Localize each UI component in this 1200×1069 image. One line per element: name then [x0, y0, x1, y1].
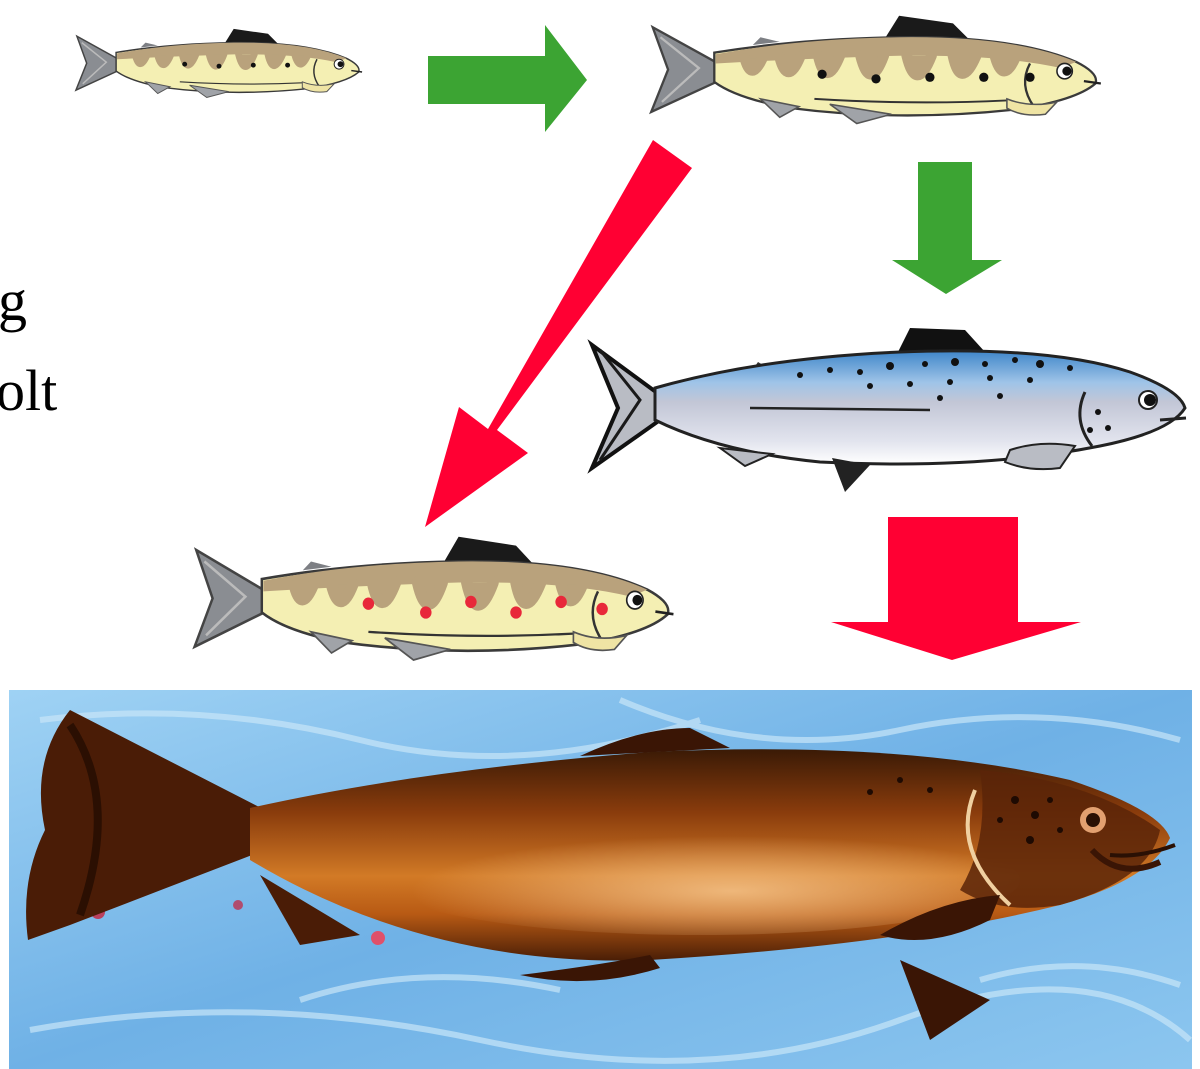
- large-parr-fish-icon: [651, 16, 1101, 124]
- red-arrow-diagonal-icon: [425, 140, 692, 527]
- green-arrow-down-icon: [892, 162, 1002, 294]
- mature-parr-fish-icon: [195, 537, 674, 660]
- red-arrow-down-icon: [831, 517, 1081, 660]
- silver-smolt-fish-icon: [592, 328, 1186, 492]
- green-arrow-right-icon: [428, 25, 587, 132]
- small-parr-fish-icon: [76, 29, 362, 98]
- sea-trout-photo: [9, 690, 1192, 1069]
